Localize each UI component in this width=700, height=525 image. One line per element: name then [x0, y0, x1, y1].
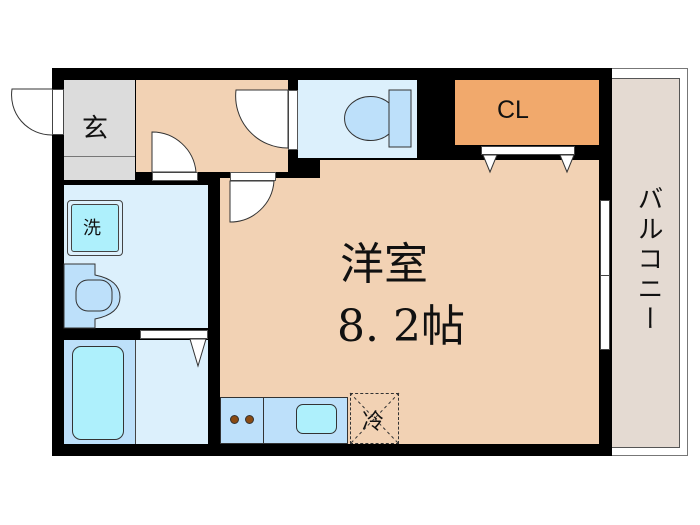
kitchen-sink [296, 404, 337, 434]
entrance-door-opening[interactable] [52, 89, 64, 135]
balcony [611, 78, 680, 448]
fridge-label: 冷 [362, 410, 385, 435]
washroom-toilet-bowl-icon [75, 279, 113, 312]
fridge-space [350, 393, 399, 444]
stove-divider [263, 397, 264, 444]
closet-label: CL [497, 96, 529, 124]
toilet-bowl-icon [344, 96, 390, 141]
room-door-swing-icon [229, 180, 275, 223]
bathtub [72, 346, 124, 440]
bath-door-icon [189, 338, 207, 368]
closet [455, 80, 599, 145]
genkan-label: 玄 [82, 114, 109, 144]
entrance-door-swing-icon [11, 88, 53, 136]
bath-door-track [140, 330, 208, 339]
genkan [64, 80, 135, 180]
western-room-size: 8. 2帖 [337, 301, 465, 352]
toilet-door-swing-icon [235, 89, 289, 149]
washing-machine-inner [71, 204, 119, 252]
western-room-upper [320, 160, 599, 180]
hall-door-swing-icon [151, 131, 197, 173]
toilet-tank-icon [388, 89, 412, 148]
stove-burner-right [245, 415, 254, 424]
window-divider [600, 275, 610, 276]
washing-machine-label: 洗 [83, 218, 101, 239]
stove-burner-left [230, 415, 239, 424]
western-room-name: 洋室 [340, 239, 428, 290]
closet-door-left-icon [482, 154, 498, 174]
genkan-step-line [64, 156, 135, 157]
balcony-label: バルコニー [633, 185, 663, 335]
closet-door-right-icon [559, 154, 575, 174]
closet-door-track [481, 146, 575, 155]
